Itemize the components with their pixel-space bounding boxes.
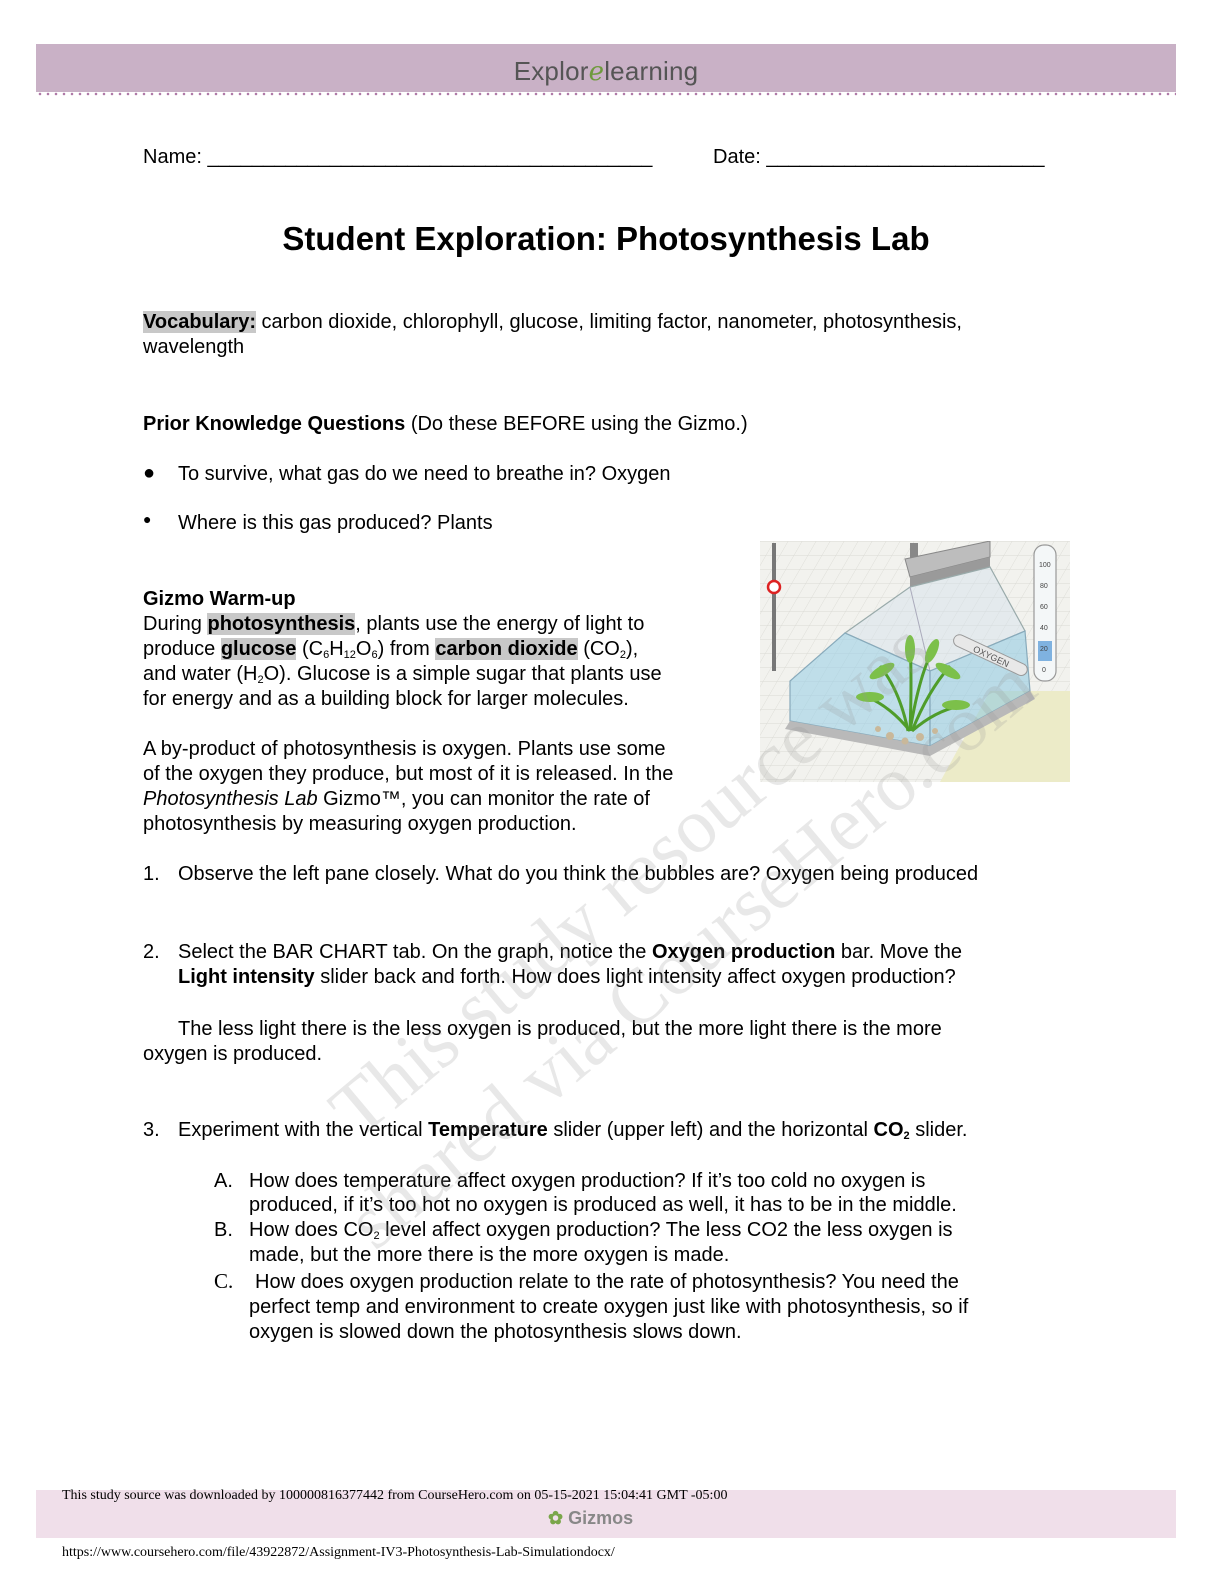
question-3a-line2: produced, if it’s too hot no oxygen is p… [249, 1194, 957, 1216]
date-field: Date: _________________________ [713, 146, 1045, 168]
svg-text:100: 100 [1039, 562, 1051, 569]
prior-knowledge-heading: Prior Knowledge Questions (Do these BEFO… [143, 413, 748, 435]
question-3c-line3: oxygen is slowed down the photosynthesis… [249, 1321, 742, 1343]
warmup-p1-line3: and water (H2O). Glucose is a simple sug… [143, 663, 662, 686]
oxygen-level-fill [1038, 641, 1052, 661]
source-url: https://www.coursehero.com/file/43922872… [62, 1545, 615, 1560]
header-dotted-rule [36, 92, 1176, 96]
question-2-line1: Select the BAR CHART tab. On the graph, … [178, 941, 963, 963]
warmup-p1-line4: for energy and as a building block for l… [143, 688, 629, 710]
explorelearning-logo: Explorelearning [513, 56, 699, 87]
gizmos-logo-icon: ✿ [548, 1508, 564, 1528]
question-3a-line1: How does temperature affect oxygen produ… [249, 1170, 926, 1192]
question-1-number: 1. [143, 863, 160, 885]
question-2-number: 2. [143, 941, 160, 963]
bullet-icon: ● [143, 511, 152, 527]
question-3b-label: B. [214, 1219, 233, 1241]
vocabulary-label: Vocabulary: [143, 311, 256, 333]
gizmo-illustration: OXYGEN 100 80 60 40 20 0 [760, 541, 1070, 782]
warmup-p1-line1: During photosynthesis, plants use the en… [143, 613, 645, 635]
question-3c-label: C. [214, 1269, 234, 1293]
svg-text:60: 60 [1040, 604, 1048, 611]
header-banner [36, 44, 1176, 92]
name-field: Name: __________________________________… [143, 146, 653, 168]
warmup-p2-line1: A by-product of photosynthesis is oxygen… [143, 738, 666, 760]
svg-text:40: 40 [1040, 625, 1048, 632]
question-3c-line1: How does oxygen production relate to the… [255, 1271, 959, 1293]
question-2-answer-line1: The less light there is the less oxygen … [178, 1018, 942, 1040]
svg-text:0: 0 [1042, 667, 1046, 674]
question-2-answer-line2: oxygen is produced. [143, 1043, 323, 1065]
question-3a-label: A. [214, 1170, 233, 1192]
question-3b-line2: made, but the more there is the more oxy… [249, 1244, 730, 1266]
vocabulary-line-2: wavelength [143, 336, 245, 358]
vocabulary-line: Vocabulary: carbon dioxide, chlorophyll,… [143, 310, 962, 335]
question-3: Experiment with the vertical Temperature… [178, 1119, 968, 1142]
cylinder-scale: 100 80 60 40 20 0 [1039, 562, 1051, 674]
gizmos-logo: ✿ Gizmos [548, 1508, 634, 1528]
warmup-p1-line2: produce glucose (C6H12O6) from carbon di… [143, 638, 639, 661]
vocabulary-terms: carbon dioxide, chlorophyll, glucose, li… [256, 311, 962, 333]
bullet-icon: ● [143, 462, 156, 484]
question-1: Observe the left pane closely. What do y… [178, 863, 979, 885]
warmup-p2-line3: Photosynthesis Lab Gizmo™, you can monit… [143, 788, 650, 810]
question-3c-line2: perfect temp and environment to create o… [249, 1296, 969, 1318]
warmup-p2-line4: photosynthesis by measuring oxygen produ… [143, 813, 577, 835]
temperature-slider-handle [766, 579, 782, 595]
warmup-heading: Gizmo Warm-up [143, 588, 296, 610]
question-3-number: 3. [143, 1119, 160, 1141]
warmup-p2-line2: of the oxygen they produce, but most of … [143, 763, 674, 785]
plant-tank-graphic: OXYGEN 100 80 60 40 20 0 [760, 541, 1070, 782]
prior-question-2: Where is this gas produced? Plants [178, 512, 493, 534]
question-3b-line1: How does CO2 level affect oxygen product… [249, 1219, 953, 1242]
footer-band [36, 1490, 1176, 1538]
page-title: Student Exploration: Photosynthesis Lab [282, 220, 930, 257]
temperature-slider-track [772, 543, 776, 671]
prior-question-1: To survive, what gas do we need to breat… [178, 463, 671, 485]
question-2-line2: Light intensity slider back and forth. H… [178, 966, 956, 988]
oxygen-tube [953, 634, 1028, 676]
svg-text:20: 20 [1040, 646, 1048, 653]
download-source-notice: This study source was downloaded by 1000… [62, 1488, 728, 1503]
svg-text:80: 80 [1040, 583, 1048, 590]
